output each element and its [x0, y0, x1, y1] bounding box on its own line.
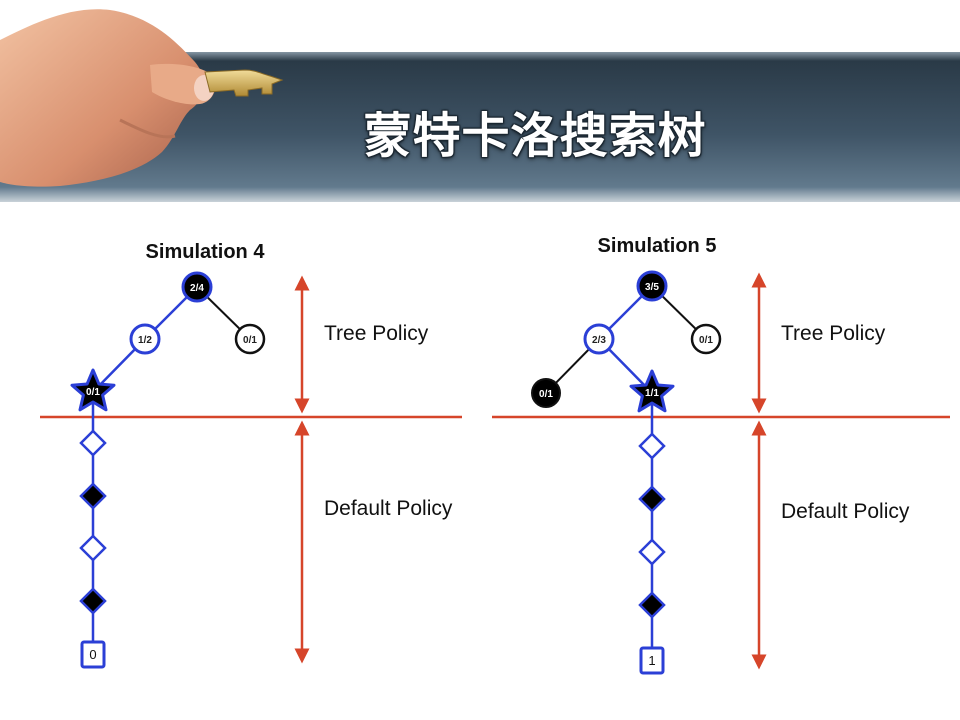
svg-text:2/4: 2/4 — [190, 283, 204, 294]
rollout-node-black — [638, 485, 666, 513]
rollout-node-black — [79, 482, 107, 510]
tree-node-right: 0/1 — [690, 323, 722, 355]
svg-text:0/1: 0/1 — [539, 389, 553, 400]
svg-text:3/5: 3/5 — [645, 282, 659, 293]
simulation-4-title: Simulation 4 — [146, 241, 266, 263]
default-policy-label-left: Default Policy — [324, 497, 453, 520]
tree-node-left: 2/3 — [583, 323, 615, 355]
svg-text:1/1: 1/1 — [645, 388, 659, 399]
svg-text:1/2: 1/2 — [138, 335, 152, 346]
svg-text:1: 1 — [648, 653, 655, 668]
hand-holding-key-image — [0, 9, 284, 187]
tree-policy-label-right: Tree Policy — [781, 322, 886, 345]
rollout-node-white — [79, 429, 107, 457]
terminal-node: 0 — [80, 640, 106, 669]
rollout-node-white — [638, 432, 666, 460]
rollout-node-black — [638, 591, 666, 619]
simulation-5-title: Simulation 5 — [598, 235, 717, 257]
tree-policy-label-left: Tree Policy — [324, 322, 429, 345]
tree-node-root: 2/4 — [181, 271, 213, 303]
rollout-node-white — [638, 538, 666, 566]
rollout-node-white — [79, 534, 107, 562]
default-policy-label-right: Default Policy — [781, 500, 910, 523]
svg-text:0/1: 0/1 — [243, 335, 257, 346]
star-node: 0/1 — [70, 368, 116, 412]
svg-text:0: 0 — [89, 647, 96, 662]
svg-text:2/3: 2/3 — [592, 335, 606, 346]
svg-text:0/1: 0/1 — [86, 387, 100, 398]
star-node: 1/1 — [629, 369, 675, 413]
tree-node-left-grandchild: 0/1 — [531, 378, 561, 408]
terminal-node: 1 — [639, 646, 665, 675]
svg-text:0/1: 0/1 — [699, 335, 713, 346]
page-title: 蒙特卡洛搜索树 — [363, 108, 707, 164]
rollout-node-black — [79, 587, 107, 615]
tree-node-left: 1/2 — [129, 323, 161, 355]
tree-node-right: 0/1 — [234, 323, 266, 355]
tree-node-root: 3/5 — [636, 270, 668, 302]
